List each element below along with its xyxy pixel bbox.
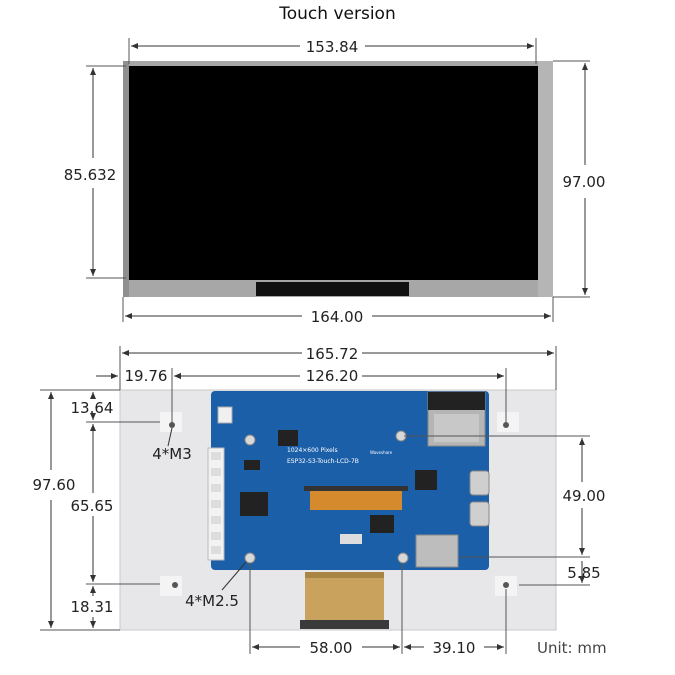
fpc-cable <box>305 572 384 629</box>
m25-hole <box>397 552 409 564</box>
diagram-title: Touch version <box>279 4 396 24</box>
m3-hole <box>495 576 517 596</box>
usb-c-port <box>469 501 490 527</box>
m25-hole-label: 4*M2.5 <box>185 592 239 610</box>
unit-label: Unit: mm <box>537 639 607 657</box>
fpc-right-label: 39.10 <box>433 639 476 657</box>
back-height-total-label: 97.60 <box>33 476 76 494</box>
front-view: 153.84 85.632 97.00 164.00 <box>64 38 606 326</box>
right-offset-label: 5.85 <box>567 564 600 582</box>
board-brand-label: Waveshare <box>370 450 393 455</box>
back-hole-vertical-label: 65.65 <box>71 497 114 515</box>
back-top-margin-label: 13.64 <box>71 399 114 417</box>
back-offset-left-label: 19.76 <box>125 367 168 385</box>
m25-hole <box>244 552 256 564</box>
front-height-right-label: 97.00 <box>563 173 606 191</box>
back-view: 1024×600 Pixels ESP32-S3-Touch-LCD-7B Wa… <box>33 345 607 657</box>
front-height-left-label: 85.632 <box>64 166 117 184</box>
m3-hole <box>160 412 182 432</box>
usb-c-port <box>469 470 490 496</box>
fpc-width-label: 58.00 <box>310 639 353 657</box>
board-resolution-label: 1024×600 Pixels <box>287 447 338 454</box>
sd-card-slot <box>415 534 459 568</box>
back-bottom-margin-label: 18.31 <box>71 598 114 616</box>
right-hole-span-label: 49.00 <box>563 487 606 505</box>
back-hole-spacing-label: 126.20 <box>306 367 359 385</box>
fpc-tab <box>256 282 409 296</box>
m3-hole-label: 4*M3 <box>152 445 192 463</box>
front-width-top-label: 153.84 <box>306 38 359 56</box>
lcd-connector <box>310 490 402 510</box>
m3-hole <box>160 576 182 596</box>
back-width-total-label: 165.72 <box>306 345 359 363</box>
m25-hole <box>244 434 256 446</box>
board-model-label: ESP32-S3-Touch-LCD-7B <box>287 458 359 465</box>
m3-hole <box>497 412 519 432</box>
display-screen <box>129 66 538 280</box>
front-width-bottom-label: 164.00 <box>311 308 364 326</box>
